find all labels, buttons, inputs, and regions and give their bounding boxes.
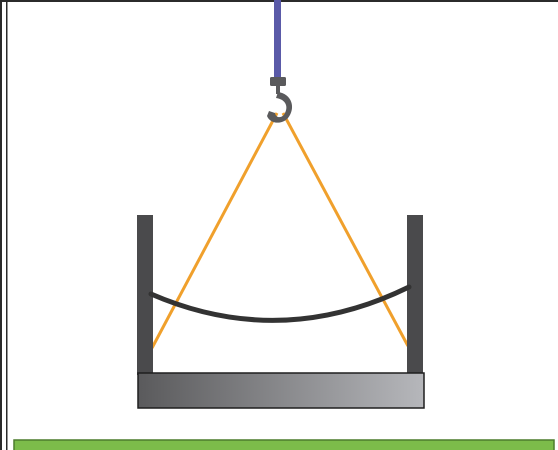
post-right bbox=[407, 215, 423, 375]
sling-rope-left bbox=[150, 112, 279, 349]
sling-rope-right bbox=[281, 112, 410, 347]
crane-cable bbox=[274, 0, 281, 80]
ground bbox=[13, 439, 555, 450]
post-left bbox=[137, 215, 153, 375]
crane-hook-icon bbox=[267, 77, 293, 123]
platform-base bbox=[137, 372, 425, 409]
curved-bar bbox=[148, 284, 412, 323]
